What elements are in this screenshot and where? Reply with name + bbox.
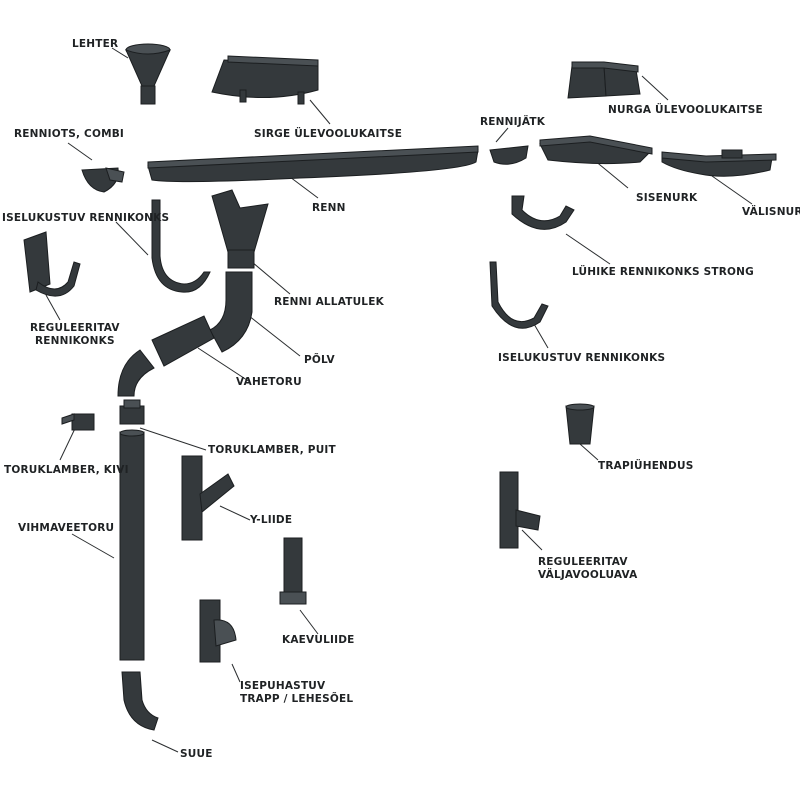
- sirge-ulevoolukaitse-part: [211, 55, 319, 105]
- label-vihmaveetoru: VIHMAVEETORU: [18, 522, 115, 534]
- valisnurk-part: [661, 149, 777, 177]
- renni-allatulek-part: [211, 189, 269, 269]
- label-sirge-ulevoolukaitse: SIRGE ÜLEVOOLUKAITSE: [254, 128, 403, 140]
- label-renn: RENN: [312, 202, 346, 214]
- reguleeritav-rennikonks-part: [23, 231, 81, 297]
- label-reguleeritav-valjavooluava-line2: VÄLJAVOOLUAVA: [538, 569, 638, 581]
- label-kaevuliide: KAEVULIIDE: [282, 634, 355, 646]
- label-iselukustuv-rennikonks-left: ISELUKUSTUV RENNIKONKS: [2, 212, 170, 224]
- label-polv: PÕLV: [304, 354, 335, 366]
- label-lehter: LEHTER: [72, 38, 119, 50]
- nurga-ulevoolukaitse-part: [567, 61, 641, 99]
- label-iselukustuv-rennikonks-right: ISELUKUSTUV RENNIKONKS: [498, 352, 666, 364]
- leader-lines: [45, 47, 753, 753]
- label-reguleeritav-rennikonks-line2: RENNIKONKS: [34, 335, 115, 347]
- label-renniots-combi: RENNIOTS, COMBI: [14, 128, 125, 140]
- label-valisnurk: VÄLISNURK: [742, 206, 800, 218]
- polv-elbow-part: [209, 271, 253, 353]
- toruklamber-kivi-part: [61, 413, 95, 431]
- label-isepuhastuv-trapp: ISEPUHASTUV TRAPP / LEHESÕEL: [240, 680, 353, 706]
- reguleeritav-valjavooluava-part: [499, 471, 541, 549]
- trapiuhendus-part: [565, 403, 595, 445]
- vahetoru-pipe-part: [151, 315, 215, 367]
- label-luhike-rennikonks-strong: LÜHIKE RENNIKONKS STRONG: [572, 266, 754, 278]
- label-isepuhastuv-trapp-line2: TRAPP / LEHESÕEL: [240, 693, 354, 705]
- label-sisenurk: SISENURK: [636, 192, 698, 204]
- kaevuliide-part: [279, 537, 307, 605]
- renniots-combi-part: [81, 167, 125, 193]
- label-y-liide: Y-LIIDE: [250, 514, 293, 526]
- suue-part: [121, 671, 159, 731]
- label-reguleeritav-rennikonks-line1: REGULEERITAV: [30, 322, 120, 334]
- label-trapiuhendus: TRAPIÜHENDUS: [598, 460, 694, 472]
- luhike-rennikonks-strong-part: [511, 195, 575, 230]
- isepuhastuv-trapp-part: [199, 599, 237, 663]
- toruklamber-puit-part: [119, 399, 145, 425]
- label-reguleeritav-valjavooluava: REGULEERITAV VÄLJAVOOLUAVA: [538, 556, 637, 582]
- label-nurga-ulevoolukaitse: NURGA ÜLEVOOLUKAITSE: [608, 104, 763, 116]
- label-suue: SUUE: [180, 748, 213, 760]
- label-reguleeritav-rennikonks: REGULEERITAV RENNIKONKS: [30, 322, 120, 348]
- label-reguleeritav-valjavooluava-line1: REGULEERITAV: [538, 556, 628, 568]
- upper-elbow-part: [117, 349, 155, 397]
- sisenurk-part: [539, 135, 653, 165]
- rennijatk-part: [489, 145, 529, 165]
- label-toruklamber-kivi: TORUKLAMBER, KIVI: [4, 464, 129, 476]
- iselukustuv-rennikonks-right-part: [489, 261, 549, 329]
- vihmaveetoru-pipe-part: [119, 429, 145, 661]
- lehter-funnel-part: [125, 43, 171, 105]
- label-toruklamber-puit: TORUKLAMBER, PUIT: [208, 444, 336, 456]
- iselukustuv-rennikonks-left-part: [151, 199, 211, 293]
- label-isepuhastuv-trapp-line1: ISEPUHASTUV: [240, 680, 326, 692]
- y-liide-part: [181, 455, 235, 541]
- label-vahetoru: VAHETORU: [236, 376, 302, 388]
- renn-gutter-part: [147, 145, 479, 183]
- label-rennijatk: RENNIJÄTK: [480, 116, 546, 128]
- label-renni-allatulek: RENNI ALLATULEK: [274, 296, 384, 308]
